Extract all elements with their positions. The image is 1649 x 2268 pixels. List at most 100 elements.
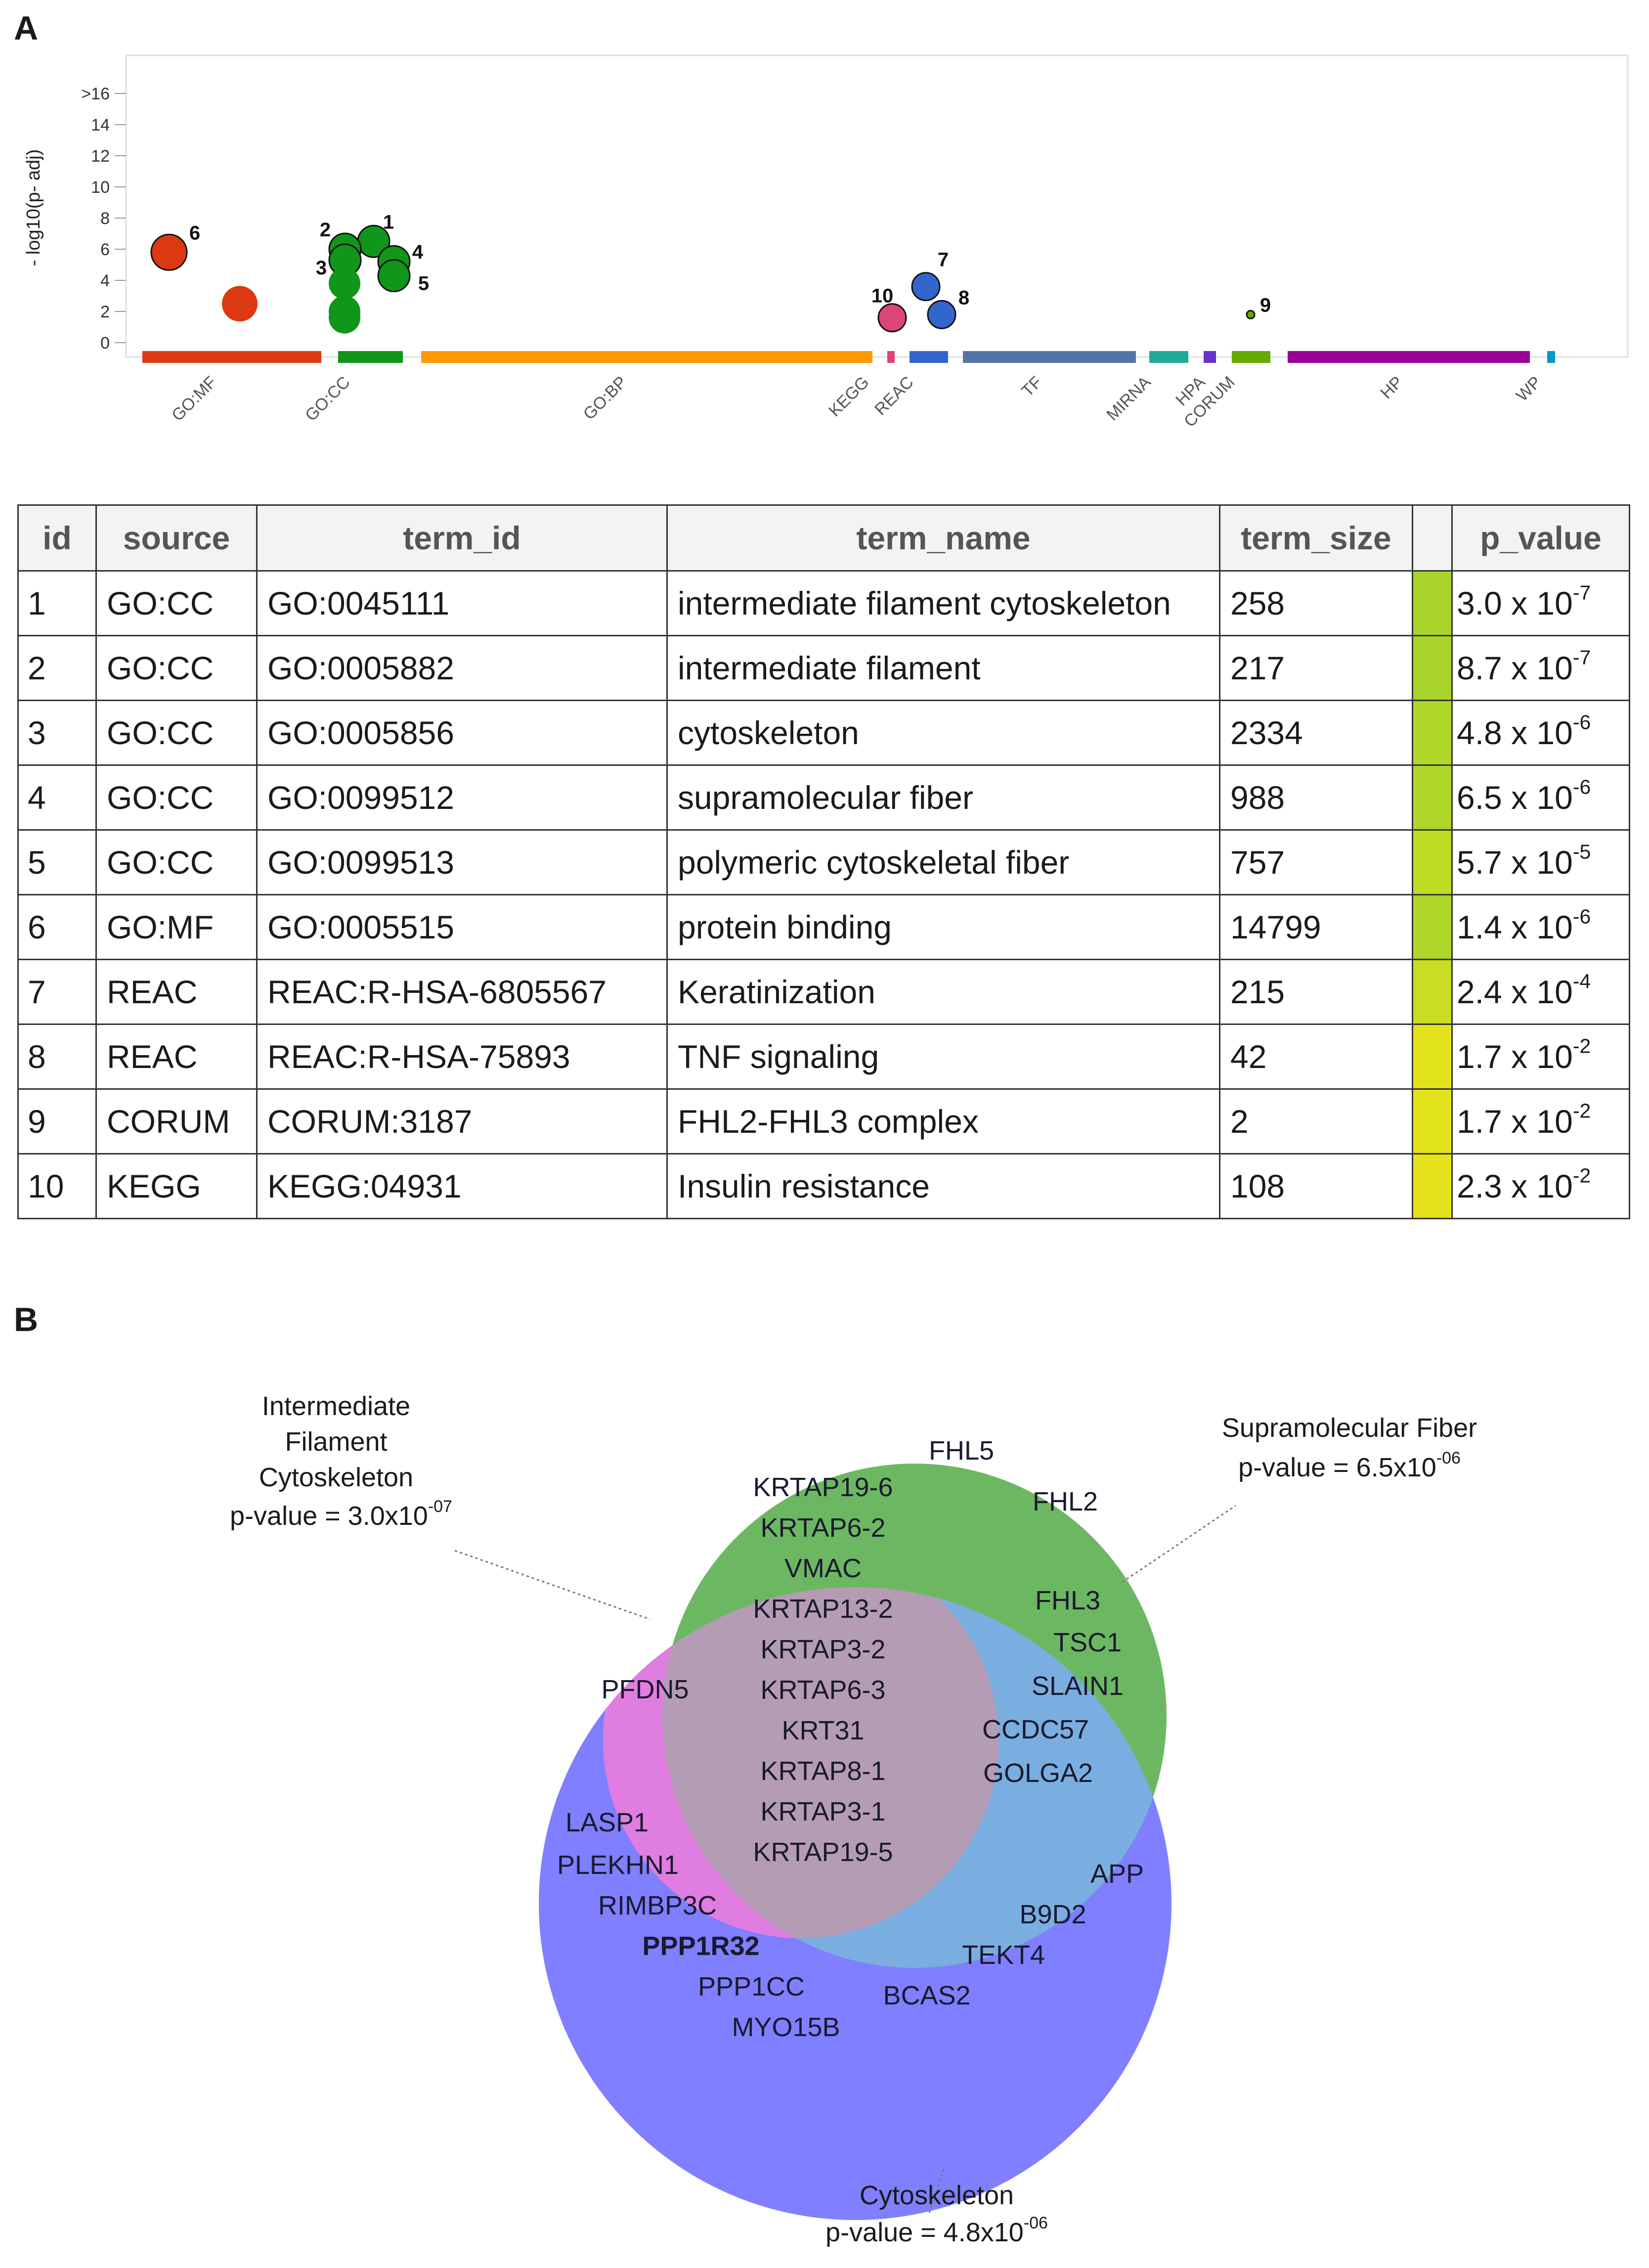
col-header-source: source [95,504,258,572]
gene-label: SLAIN1 [1032,1671,1124,1701]
data-point [150,233,188,271]
col-header-id: id [17,504,97,572]
p-value-exponent: -6 [1572,905,1591,928]
p-value-mantissa: 6.5 x 10 [1457,779,1573,816]
source-bar [1232,351,1270,363]
source-bar [1204,351,1216,363]
set-label-supramolecular: Supramolecular Fiber [1222,1413,1477,1443]
cell-source: GO:CC [95,570,258,636]
set-label-intermediate-line-3: Cytoskeleton [259,1463,413,1492]
cell-id: 3 [17,700,97,766]
point-label: 1 [383,211,394,233]
cell-term-size: 2334 [1219,700,1413,766]
cell-term-id: GO:0005882 [256,635,668,701]
gene-label: APP [1090,1859,1144,1889]
point-label: 10 [871,285,894,307]
gene-label: GOLGA2 [983,1758,1093,1788]
cell-significance-color [1412,829,1453,895]
source-label: WP [1513,373,1545,405]
cell-term-name: polymeric cytoskeletal fiber [666,829,1220,895]
cell-term-name: intermediate filament cytoskeleton [666,570,1220,636]
p-value-exponent: -4 [1572,970,1591,993]
cell-term-id: GO:0099513 [256,829,668,895]
cell-significance-color [1412,764,1453,831]
set-label-intermediate-line-2: Filament [285,1427,387,1457]
y-tick-label: 8 [100,209,110,228]
cell-term-name: TNF signaling [666,1023,1220,1090]
cell-id: 9 [17,1088,97,1155]
cell-id: 5 [17,829,97,895]
cell-term-id: GO:0045111 [256,570,668,636]
cell-source: GO:CC [95,635,258,701]
source-label: GO:CC [302,373,354,425]
gene-label: KRTAP6-2 [760,1513,885,1543]
cell-p-value: 5.7 x 10-5 [1451,829,1630,895]
cell-term-size: 258 [1219,570,1413,636]
cell-significance-color [1412,959,1453,1025]
source-bar [910,351,948,363]
cell-source: GO:CC [95,764,258,831]
point-label: 9 [1260,294,1271,316]
point-label: 3 [316,257,327,279]
cell-source: GO:CC [95,700,258,766]
p-value-mantissa: 1.7 x 10 [1457,1038,1573,1075]
cell-source: KEGG [95,1153,258,1219]
p-value-mantissa: 4.8 x 10 [1457,714,1573,751]
source-bar [1547,351,1555,363]
gene-label: B9D2 [1019,1900,1086,1929]
cell-term-size: 757 [1219,829,1413,895]
cell-p-value: 2.3 x 10-2 [1451,1153,1630,1219]
gene-label: CCDC57 [982,1715,1089,1744]
col-header-term-name: term_name [666,504,1220,572]
source-label: KEGG [825,373,872,420]
y-tick-label: 4 [100,271,110,290]
y-tick-label: 0 [100,334,110,353]
cell-id: 4 [17,764,97,831]
cell-term-size: 217 [1219,635,1413,701]
cell-source: CORUM [95,1088,258,1155]
p-value-mantissa: 2.3 x 10 [1457,1168,1573,1204]
p-value-mantissa: 3.0 x 10 [1457,585,1573,622]
gene-label: KRTAP19-6 [753,1472,893,1502]
cell-term-size: 215 [1219,959,1413,1025]
source-bar [142,351,321,363]
set-label-intermediate-pvalue: p-value = 3.0x10-07 [230,1497,452,1531]
gene-label: FHL2 [1033,1487,1098,1516]
cell-term-id: REAC:R-HSA-75893 [256,1023,668,1090]
cell-significance-color [1412,1153,1453,1219]
cell-id: 1 [17,570,97,636]
gene-label: FHL3 [1035,1586,1100,1615]
y-tick-label: 12 [91,147,110,166]
p-value-mantissa: 1.7 x 10 [1457,1103,1573,1140]
gene-label: BCAS2 [883,1981,970,2010]
venn-gene-labels: KRTAP19-6KRTAP6-2VMACKRTAP13-2KRTAP3-2KR… [557,1436,1144,2042]
cell-p-value: 4.8 x 10-6 [1451,700,1630,766]
source-bar [421,351,872,363]
cell-source: GO:MF [95,894,258,960]
p-value-mantissa: 2.4 x 10 [1457,974,1573,1010]
gene-label: VMAC [784,1554,862,1583]
p-value-exponent: -6 [1572,775,1591,799]
enrichment-table: id source term_id term_name term_size p_… [17,504,1630,1219]
p-value-exponent: -7 [1572,581,1591,604]
cell-term-size: 42 [1219,1023,1413,1090]
data-point [329,302,360,334]
source-label: GO:BP [580,373,631,424]
data-point [222,286,258,322]
p-value-exponent: -2 [1572,1034,1591,1058]
col-header-term-size: term_size [1219,504,1413,572]
p-value-mantissa: 8.7 x 10 [1457,650,1573,686]
venn-diagram: Intermediate Filament Cytoskeleton p-val… [230,1391,1477,2247]
cell-term-id: CORUM:3187 [256,1088,668,1155]
gene-label: RIMBP3C [598,1891,717,1920]
